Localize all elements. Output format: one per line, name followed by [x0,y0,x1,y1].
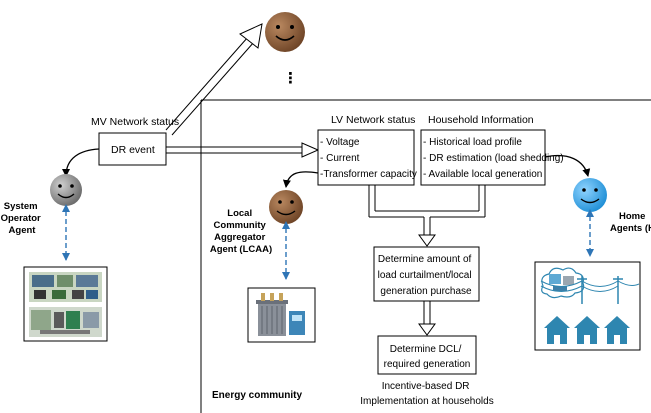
dr-to-lv-double-arrow [166,142,320,158]
top-agent-smiley-icon [265,12,305,52]
lv-status-items: - Voltage - Current -Transformer capacit… [320,137,417,180]
determine-curtailment-box [373,246,480,302]
energy-community-label: Energy community [212,390,302,401]
lcaa-label: Local Community Aggregator Agent (LCAA) [210,208,272,255]
home-agents-label: Home Agents (HAs [610,211,651,234]
power-line-icon [540,276,640,304]
incentive-text: Incentive-based DR Implementation at hou… [360,381,493,407]
household-info-label: Household Information [428,114,534,126]
lv-to-lcaa-arrow [282,171,319,188]
lcaa-smiley-icon [269,190,303,224]
determine-curtailment-text: Determine amount of load curtailment/loc… [378,254,475,297]
system-operator-label: System Operator Agent [1,201,44,236]
houses-image [534,261,641,351]
dr-event-box [98,132,167,166]
system-operator-smiley-icon [50,174,82,206]
lv-status-box [317,129,415,186]
mv-double-arrow [165,23,263,136]
control-room-icon [23,266,108,342]
dr-event-label: DR event [111,144,155,156]
transformer-icon [247,287,316,343]
lv-status-label: LV Network status [331,114,415,126]
determine-dcl-box [377,335,477,375]
household-info-box [420,129,546,186]
energy-community-frame [200,99,651,413]
household-info-items: - Historical load profile - DR estimatio… [423,137,566,180]
dr-to-operator-arrow [62,148,100,177]
merge-connector [368,185,486,247]
determine-dcl-text: Determine DCL/ required generation [384,344,471,370]
curtailment-to-dcl-arrow [418,301,436,336]
houses-icon [544,316,630,344]
household-to-home-arrow [544,154,591,177]
home-agents-smiley-icon [573,178,607,212]
ellipsis: ⋮ [283,70,298,87]
mv-status-label: MV Network status [91,116,179,128]
